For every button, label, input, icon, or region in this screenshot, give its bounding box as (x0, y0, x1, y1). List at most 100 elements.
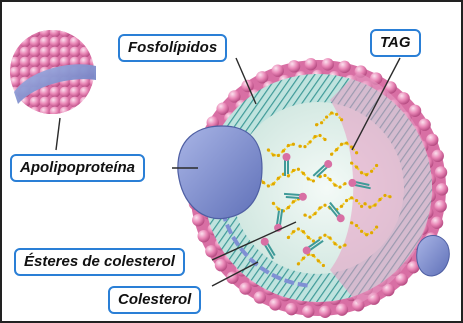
triglyceride-bead (307, 177, 310, 180)
triglyceride-bead (308, 216, 311, 219)
small-particle-bead (10, 37, 21, 48)
small-particle-bead (30, 107, 41, 118)
small-particle-bead (80, 37, 91, 48)
triglyceride-bead (318, 206, 321, 209)
small-particle-bead (20, 107, 31, 118)
triglyceride-bead (272, 202, 275, 205)
triglyceride-bead (370, 231, 373, 234)
small-particle-bead (60, 87, 71, 98)
triglyceride-bead (330, 111, 333, 114)
triglyceride-bead (297, 168, 300, 171)
label-esteres-de-colesterol: Ésteres de colesterol (14, 248, 185, 276)
small-particle-bead (30, 57, 41, 68)
small-particle-bead (60, 107, 71, 118)
triglyceride-bead (345, 199, 348, 202)
small-particle-bead (20, 27, 31, 38)
triglyceride-bead (343, 244, 346, 247)
phospholipid-head (288, 60, 300, 72)
phospholipid-head (285, 303, 297, 315)
triglyceride-bead (272, 182, 275, 185)
small-particle-bead (20, 67, 31, 78)
triglyceride-bead (292, 169, 295, 172)
triglyceride-bead (267, 148, 270, 151)
triglyceride-bead (328, 178, 331, 181)
triglyceride-bead (350, 221, 353, 224)
apolipoprotein-right (417, 236, 449, 277)
small-particle-bead (40, 97, 51, 108)
small-particle-bead (10, 27, 21, 38)
phospholipid-head (338, 61, 350, 73)
small-particle-bead (30, 37, 41, 48)
small-particle-bead (70, 47, 81, 58)
triglyceride-bead (312, 179, 315, 182)
triglyceride-bead (375, 164, 378, 167)
small-particle-bead (20, 37, 31, 48)
small-particle-bead (60, 47, 71, 58)
triglyceride-bead (287, 206, 290, 209)
triglyceride-bead (325, 115, 328, 118)
triglyceride-bead (355, 224, 358, 227)
triglyceride-bead (360, 205, 363, 208)
phospholipid-head (216, 103, 228, 115)
phospholipid-head (319, 306, 331, 318)
triglyceride-bead (350, 161, 353, 164)
small-particle-bead (50, 47, 61, 58)
triglyceride-bead (272, 153, 275, 156)
small-particle-bead (30, 27, 41, 38)
small-particle-bead (50, 57, 61, 68)
triglyceride-bead (312, 254, 315, 257)
triglyceride-bead (262, 181, 265, 184)
small-particle-bead (10, 67, 21, 78)
small-particle-bead (90, 97, 101, 108)
triglyceride-bead (343, 182, 346, 185)
triglyceride-bead (350, 196, 353, 199)
phospholipid-head (239, 282, 251, 294)
triglyceride-bead (323, 174, 326, 177)
phospholipid-head (436, 183, 448, 195)
triglyceride-bead (277, 177, 280, 180)
triglyceride-bead (360, 171, 363, 174)
small-particle-bead (80, 97, 91, 108)
small-particle-bead (70, 37, 81, 48)
label-tag: TAG (370, 29, 421, 57)
small-particle-bead (60, 27, 71, 38)
small-particle-bead (40, 27, 51, 38)
triglyceride-bead (333, 242, 336, 245)
label-apolipoproteina: Apolipoproteína (10, 154, 145, 182)
triglyceride-bead (338, 186, 341, 189)
triglyceride-bead (302, 230, 305, 233)
triglyceride-bead (267, 184, 270, 187)
triglyceride-bead (340, 205, 343, 208)
small-particle-bead (20, 47, 31, 58)
triglyceride-bead (313, 212, 316, 215)
small-particle-bead (80, 87, 91, 98)
phospholipid-head (198, 230, 210, 242)
triglyceride-bead (318, 134, 321, 137)
triglyceride-bead (308, 140, 311, 143)
triglyceride-bead (287, 144, 290, 147)
triglyceride-bead (298, 145, 301, 148)
small-particle-bead (30, 97, 41, 108)
triglyceride-bead (322, 264, 325, 267)
phospholipid-head (272, 65, 284, 77)
small-particle-bead (40, 87, 51, 98)
label-fosfolipidos: Fosfolípidos (118, 34, 227, 62)
triglyceride-bead (333, 184, 336, 187)
triglyceride-bead (323, 138, 326, 141)
triglyceride-bead (383, 194, 386, 197)
small-particle-bead (90, 27, 101, 38)
triglyceride-bead (388, 195, 391, 198)
small-particle-bead (10, 57, 21, 68)
triglyceride-bead (323, 204, 326, 207)
triglyceride-bead (365, 173, 368, 176)
small-particle-bead (50, 107, 61, 118)
triglyceride-bead (277, 154, 280, 157)
triglyceride-bead (317, 259, 320, 262)
small-particle-bead (50, 27, 61, 38)
triglyceride-bead (340, 143, 343, 146)
triglyceride-bead (345, 141, 348, 144)
triglyceride-bead (368, 206, 371, 209)
triglyceride-bead (375, 225, 378, 228)
small-particle-bead (50, 97, 61, 108)
